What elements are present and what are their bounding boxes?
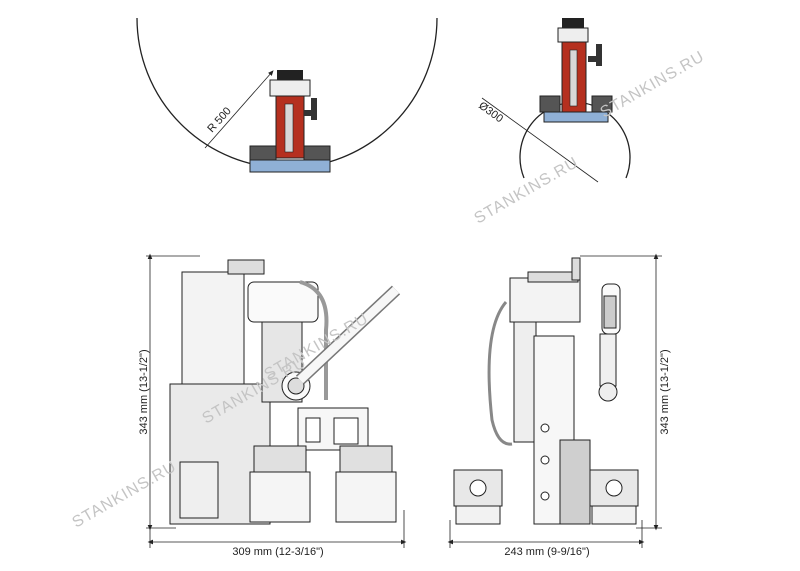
diameter-leader bbox=[481, 97, 599, 183]
width-label-side: 243 mm (9-9/16") bbox=[504, 546, 589, 558]
drill-small-pipe bbox=[539, 18, 613, 123]
height-label-left: 343 mm (13-1/2") bbox=[138, 349, 150, 434]
height-label-right: 343 mm (13-1/2") bbox=[659, 349, 671, 434]
watermark: STANKINS.RU bbox=[598, 48, 708, 121]
drill-small-radius bbox=[249, 70, 331, 173]
watermark: STANKINS.RU bbox=[472, 154, 582, 227]
side-elevation bbox=[453, 257, 639, 525]
pipe-view: Ø300 bbox=[476, 18, 631, 183]
front-elevation bbox=[169, 259, 401, 525]
dimension-lines bbox=[146, 253, 662, 548]
radius-view: R 500 bbox=[136, 17, 438, 173]
diameter-label: Ø300 bbox=[476, 100, 505, 126]
radius-leader bbox=[204, 70, 274, 149]
width-label-front: 309 mm (12-3/16") bbox=[232, 546, 323, 558]
watermark: STANKINS.RU bbox=[70, 458, 180, 531]
